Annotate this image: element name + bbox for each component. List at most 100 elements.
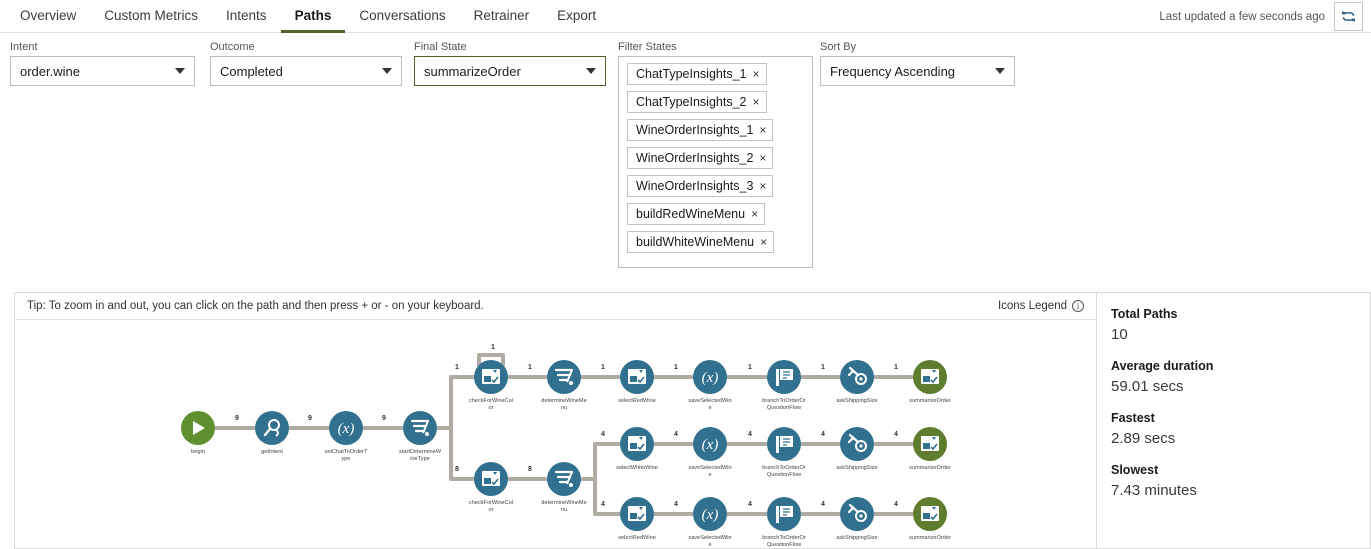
path-graph-panel: Tip: To zoom in and out, you can click o… (14, 292, 1096, 549)
node-circle (547, 360, 581, 394)
remove-chip-icon[interactable]: × (751, 207, 759, 221)
node-label: e (708, 472, 711, 478)
flag-icon (776, 369, 793, 386)
outcome-select[interactable]: Completed (210, 56, 402, 86)
filter-state-chip-label: WineOrderInsights_1 (636, 123, 754, 137)
node-label: askShippingSize (836, 398, 877, 404)
final-state-select[interactable]: summarizeOrder (414, 56, 606, 86)
graph-node[interactable]: askShippingSize (836, 427, 878, 471)
graph-node[interactable]: begin (181, 411, 215, 455)
key-icon (847, 503, 867, 522)
filter-state-chip-label: ChatTypeInsights_1 (636, 67, 747, 81)
chevron-down-icon (995, 68, 1005, 74)
graph-node[interactable]: summarizeOrder (909, 427, 951, 471)
tab-export[interactable]: Export (557, 8, 597, 23)
edge-weight-label: 1 (821, 364, 825, 371)
remove-chip-icon[interactable]: × (759, 151, 767, 165)
node-label: QuestionFlow (767, 542, 802, 548)
edge-weight-label: 9 (382, 415, 386, 422)
node-circle (693, 427, 727, 461)
intent-value: order.wine (20, 63, 80, 79)
refresh-icon (1342, 10, 1355, 23)
tab-intents[interactable]: Intents (226, 8, 267, 23)
tab-custom-metrics[interactable]: Custom Metrics (104, 8, 199, 23)
refresh-button[interactable] (1334, 2, 1363, 31)
card-icon (921, 506, 939, 521)
intent-field: Intent order.wine (10, 41, 195, 86)
edge-weight-label: 8 (455, 466, 459, 473)
graph-edge: 4 (801, 431, 840, 446)
stat-value: 59.01 secs (1111, 378, 1184, 395)
edge-weight-label: 8 (528, 466, 532, 473)
graph-node[interactable]: summarizeOrder (909, 360, 951, 404)
stat-label: Slowest (1111, 463, 1159, 477)
graph-node[interactable]: selectRedWine (618, 360, 656, 404)
node-label: startDetermineW (399, 449, 442, 455)
variable-icon: (x) (702, 370, 719, 386)
variable-icon: (x) (338, 421, 355, 437)
node-circle (329, 411, 363, 445)
graph-node[interactable]: getIntent (255, 411, 289, 455)
edge-weight-label: 4 (601, 501, 605, 508)
graph-node[interactable]: askShippingSize (836, 360, 878, 404)
icons-legend-button[interactable]: Icons Legend i (998, 300, 1084, 312)
edge-weight-label: 1 (748, 364, 752, 371)
filter-state-chip: WineOrderInsights_1 × (627, 119, 774, 141)
node-circle (693, 497, 727, 531)
graph-node[interactable]: summarizeOrder (909, 497, 951, 541)
filter-state-chip: buildRedWineMenu× (627, 203, 766, 225)
card-icon (482, 369, 500, 384)
sort-by-field: Sort By Frequency Ascending (820, 41, 1015, 86)
tab-overview[interactable]: Overview (20, 8, 77, 23)
node-label: or (489, 405, 494, 411)
filter-states-chip-list: ChatTypeInsights_1×ChatTypeInsights_2×Wi… (618, 56, 813, 268)
edge-weight-label: 9 (235, 415, 239, 422)
tab-conversations[interactable]: Conversations (359, 8, 446, 23)
node-label: determineWineMe (541, 500, 586, 506)
intent-icon (263, 419, 280, 437)
graph-edge: 1 (654, 364, 693, 379)
node-label: summarizeOrder (909, 465, 951, 471)
remove-chip-icon[interactable]: × (752, 95, 760, 109)
filter-state-chip-label: WineOrderInsights_3 (636, 179, 754, 193)
outcome-field: Outcome Completed (210, 41, 402, 86)
edge-weight-label: 4 (748, 431, 752, 438)
graph-edge: 1 (508, 364, 547, 379)
sort-by-value: Frequency Ascending (830, 63, 956, 79)
tab-paths[interactable]: Paths (280, 0, 346, 33)
node-label: branchToOrderOr (762, 398, 806, 404)
remove-chip-icon[interactable]: × (760, 235, 768, 249)
node-label: e (708, 542, 711, 548)
remove-chip-icon[interactable]: × (759, 179, 767, 193)
graph-edge: 4 (727, 431, 767, 446)
edge-weight-label: 1 (491, 344, 495, 351)
remove-chip-icon[interactable]: × (759, 123, 767, 137)
node-label: or (489, 507, 494, 513)
graph-tip-text: Tip: To zoom in and out, you can click o… (27, 300, 484, 312)
stat-value: 2.89 secs (1111, 430, 1176, 447)
sort-by-select[interactable]: Frequency Ascending (820, 56, 1015, 86)
key-icon (847, 366, 867, 385)
graph-node[interactable]: selectRedWine (618, 497, 656, 541)
graph-node[interactable]: askShippingSize (836, 497, 878, 541)
remove-chip-icon[interactable]: × (752, 67, 760, 81)
node-label: branchToOrderOr (762, 535, 806, 541)
graph-edge: 1 (437, 364, 474, 430)
intent-select[interactable]: order.wine (10, 56, 195, 86)
tab-retrainer[interactable]: Retrainer (473, 8, 530, 23)
graph-node[interactable]: selectWhiteWine (616, 427, 658, 471)
